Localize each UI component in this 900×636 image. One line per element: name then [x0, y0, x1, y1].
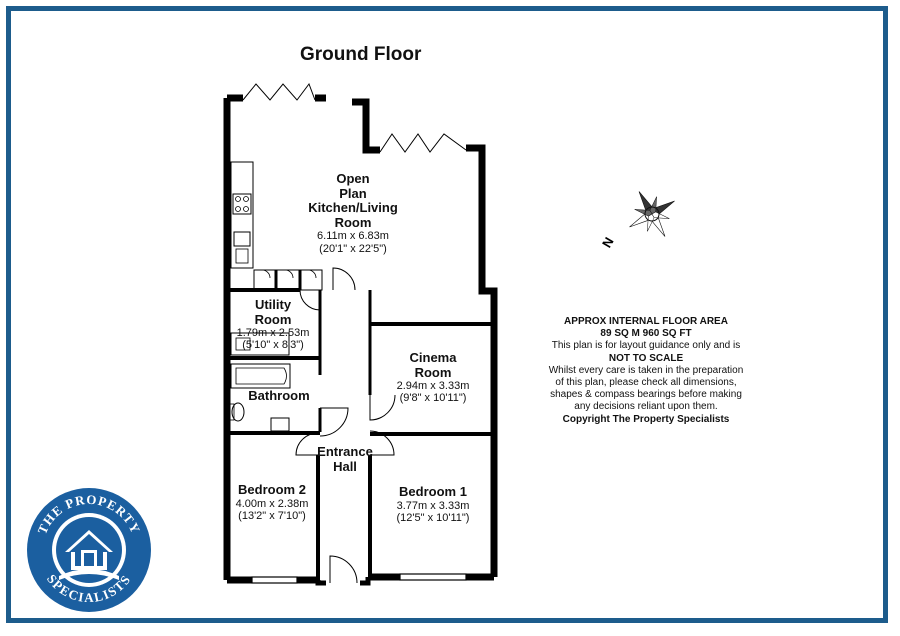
- room-dimensions-metric: 2.94m x 3.33m: [396, 380, 470, 393]
- room-utility: Utility Room 1.79m x 2.53m (5'10" x 8'3"…: [228, 297, 318, 352]
- cupboard-units: [253, 269, 323, 291]
- bedroom2-door: [295, 432, 319, 456]
- room-name: Room: [254, 311, 292, 327]
- room-name: Cinema: [409, 350, 457, 365]
- room-name: Room: [414, 364, 452, 380]
- room-name: Plan: [339, 185, 367, 201]
- bedroom1-window: [399, 573, 467, 581]
- entrance-wall-right: [360, 577, 371, 586]
- area-value: 89 SQ M 960 SQ FT: [600, 328, 692, 340]
- disclaimer-line: any decisions reliant upon them.: [574, 401, 718, 413]
- disclaimer-line: shapes & compass bearings before making: [550, 389, 742, 401]
- disclaimer-line: This plan is for layout guidance only an…: [551, 340, 741, 352]
- room-name: Bedroom 2: [238, 482, 306, 497]
- disclaimer-line: of this plan, please check all dimension…: [555, 376, 737, 388]
- area-notes: APPROX INTERNAL FLOOR AREA 89 SQ M 960 S…: [538, 316, 754, 426]
- room-dimensions-metric: 1.79m x 2.53m: [236, 327, 310, 340]
- room-name: Bathroom: [248, 388, 310, 403]
- kitchen-sink: [233, 231, 251, 247]
- outer-wall-right-upper: [466, 144, 498, 577]
- entrance-wall: [315, 580, 326, 586]
- bath-door: [319, 407, 349, 437]
- disclaimer-line: Whilst every care is taken in the prepar…: [548, 364, 744, 376]
- kitchen-door: [332, 267, 356, 291]
- area-heading: APPROX INTERNAL FLOOR AREA: [564, 316, 728, 327]
- utility-counter: [230, 332, 290, 356]
- room-dimensions-metric: 3.77m x 3.33m: [396, 499, 470, 512]
- room-dimensions-imperial: (20'1" x 22'5"): [319, 242, 387, 255]
- room-dimensions-imperial: (5'10" x 8'3"): [242, 339, 304, 352]
- company-logo: THE PROPERTY SPECIALISTS: [27, 488, 151, 612]
- front-door: [329, 555, 358, 584]
- copyright: Copyright The Property Specialists: [562, 413, 730, 425]
- kitchen-counter: [230, 161, 254, 269]
- room-name: Entrance: [317, 444, 373, 459]
- floor-title: Ground Floor: [300, 44, 422, 65]
- room-name: Bedroom 1: [399, 484, 467, 499]
- compass-rose-icon: N: [599, 191, 675, 251]
- bath-basin: [270, 417, 290, 432]
- house-icon: [59, 530, 119, 580]
- bifold-door-left: [242, 82, 316, 101]
- bifold-door-right: [379, 133, 467, 153]
- page-frame: [6, 6, 888, 623]
- room-hall: Entrance Hall: [310, 444, 380, 474]
- compass-north-label: N: [599, 235, 617, 251]
- toilet: [231, 402, 245, 422]
- room-bedroom2: Bedroom 2 4.00m x 2.38m (13'2" x 7'10"): [228, 482, 316, 522]
- room-dimensions-imperial: (9'8" x 10'11"): [399, 392, 467, 405]
- hob: [232, 193, 252, 215]
- room-dimensions-imperial: (12'5" x 10'11"): [396, 511, 470, 524]
- not-to-scale: NOT TO SCALE: [608, 352, 684, 364]
- bedroom2-window: [251, 576, 298, 584]
- room-cinema: Cinema Room 2.94m x 3.33m (9'8" x 10'11"…: [378, 350, 488, 405]
- room-kitchen: Open Plan Kitchen/Living Room 6.11m x 6.…: [298, 171, 408, 255]
- outer-wall-step: [352, 98, 380, 154]
- room-dimensions-imperial: (13'2" x 7'10"): [238, 509, 306, 522]
- room-bedroom1: Bedroom 1 3.77m x 3.33m (12'5" x 10'11"): [378, 484, 488, 524]
- room-dimensions-metric: 6.11m x 6.83m: [317, 230, 389, 243]
- room-name: Kitchen/Living: [308, 200, 398, 216]
- room-name: Hall: [333, 458, 357, 474]
- room-name: Room: [334, 214, 372, 230]
- cinema-door: [369, 394, 396, 421]
- room-name: Open: [336, 171, 370, 186]
- bathtub: [230, 363, 291, 389]
- bedroom1-door: [369, 430, 395, 456]
- room-bathroom: Bathroom: [240, 388, 318, 404]
- room-name: Utility: [254, 297, 292, 312]
- room-dimensions-metric: 4.00m x 2.38m: [235, 497, 309, 510]
